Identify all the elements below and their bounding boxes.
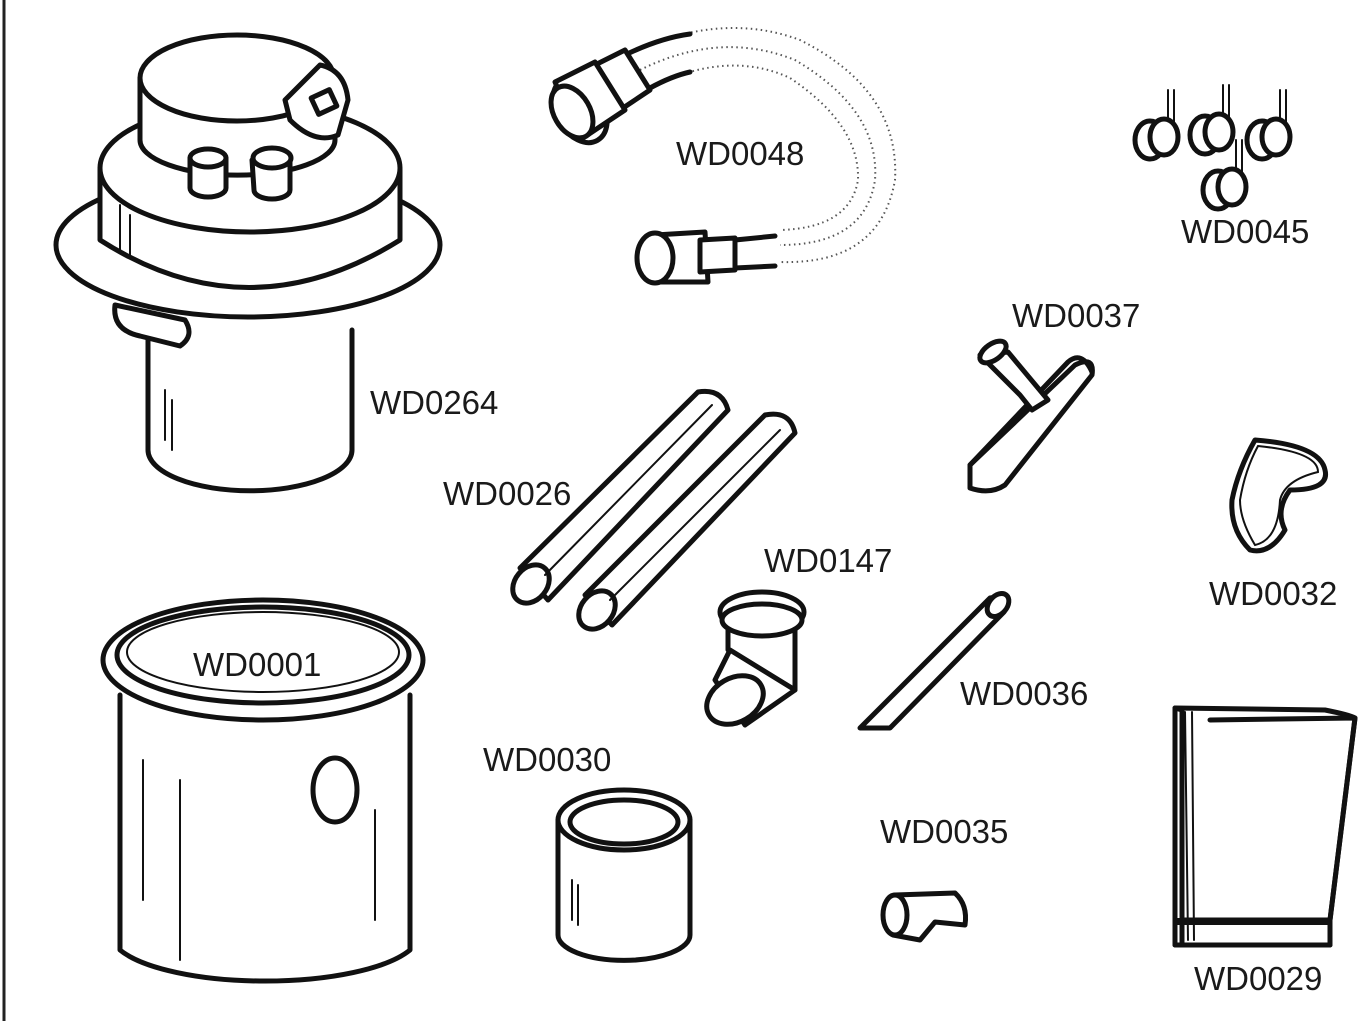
label-wd0147: WD0147 [764,542,892,579]
crevice-tool-illustration [857,590,1012,731]
label-wd0026: WD0026 [443,475,571,512]
adapter-illustration [880,890,968,943]
label-wd0029: WD0029 [1194,960,1322,997]
floor-tool-illustration [967,338,1095,494]
motor-head-illustration [53,32,443,494]
wands-illustration [510,388,798,632]
label-wd0264: WD0264 [370,384,498,421]
belt-illustration [1229,437,1329,554]
filter-bag-illustration [1172,705,1358,948]
elbow-illustration [704,589,807,728]
label-wd0048: WD0048 [676,135,804,172]
tank-illustration [100,597,426,984]
hose-illustration [548,27,897,286]
filter-illustration [555,787,693,963]
label-wd0036: WD0036 [960,675,1088,712]
label-wd0037: WD0037 [1012,297,1140,334]
label-wd0045: WD0045 [1181,213,1309,250]
label-wd0035: WD0035 [880,813,1008,850]
label-wd0030: WD0030 [483,741,611,778]
label-wd0001: WD0001 [193,646,321,683]
casters-illustration [1132,84,1293,212]
label-wd0032: WD0032 [1209,575,1337,612]
